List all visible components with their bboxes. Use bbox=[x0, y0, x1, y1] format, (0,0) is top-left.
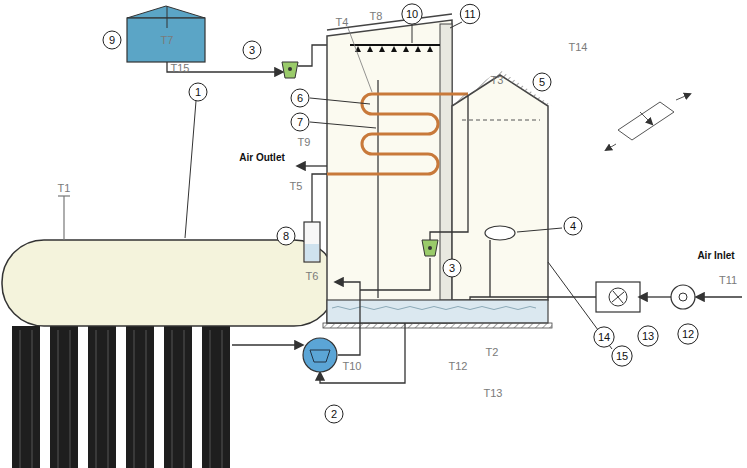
callout-ring bbox=[291, 89, 309, 107]
callout-ring bbox=[402, 4, 422, 24]
blower-symbol bbox=[671, 285, 695, 309]
callout-ring bbox=[533, 73, 551, 91]
callout-number: 6 bbox=[297, 93, 303, 104]
feed-tank bbox=[127, 6, 205, 62]
flow-label: Air Inlet bbox=[697, 251, 734, 261]
callout-number: 2 bbox=[331, 409, 337, 420]
callout-number: 8 bbox=[283, 231, 289, 242]
sensor-label: T13 bbox=[484, 388, 503, 399]
callout-ring bbox=[594, 327, 614, 347]
sensor-label: T12 bbox=[449, 361, 468, 372]
humidifier-chamber bbox=[452, 75, 548, 300]
callout-ring bbox=[443, 259, 461, 277]
sensor-label: T8 bbox=[370, 11, 383, 22]
pump-symbol bbox=[422, 240, 438, 256]
sensor-label: T5 bbox=[290, 181, 303, 192]
sensor-label: T4 bbox=[336, 17, 349, 28]
callout-number: 15 bbox=[616, 351, 628, 362]
distillate-tank bbox=[304, 222, 320, 262]
callout-ring bbox=[243, 41, 261, 59]
pump-symbol bbox=[303, 338, 337, 372]
callout-number: 1 bbox=[195, 87, 201, 98]
callout-number: 12 bbox=[682, 329, 694, 340]
air-bubbler bbox=[485, 226, 515, 240]
callout-ring bbox=[325, 405, 343, 423]
callout-number: 9 bbox=[109, 35, 115, 46]
callout-ring bbox=[291, 113, 309, 131]
callout-ring bbox=[612, 346, 632, 366]
sensor-label: T6 bbox=[306, 271, 319, 282]
callout-ring bbox=[638, 326, 658, 346]
sensor-label: T9 bbox=[298, 137, 311, 148]
callout-number: 5 bbox=[539, 77, 545, 88]
pump-symbol bbox=[282, 62, 298, 78]
callout-number: 3 bbox=[449, 263, 455, 274]
callout-ring bbox=[277, 227, 295, 245]
sensor-label: T3 bbox=[491, 75, 504, 86]
sensor-label: T10 bbox=[343, 361, 362, 372]
sensor-label: T7 bbox=[161, 35, 174, 46]
callout-number: 14 bbox=[598, 332, 610, 343]
callout-number: 11 bbox=[464, 9, 475, 20]
callout-ring bbox=[460, 4, 479, 23]
sensor-label: T11 bbox=[719, 275, 737, 286]
callout-number: 10 bbox=[406, 9, 418, 20]
air-heater bbox=[596, 282, 640, 312]
sensor-label: T1 bbox=[58, 183, 71, 194]
sensor-label: T2 bbox=[486, 347, 499, 358]
callout-number: 4 bbox=[570, 221, 576, 232]
evacuated-tubes bbox=[12, 326, 230, 468]
sensor-label: T14 bbox=[569, 42, 588, 53]
callout-ring bbox=[103, 31, 121, 49]
callout-number: 7 bbox=[297, 117, 303, 128]
flow-label: Air Outlet bbox=[239, 153, 285, 163]
ambient-sensor-sketch bbox=[606, 94, 690, 150]
callout-number: 13 bbox=[642, 331, 654, 342]
callout-ring bbox=[678, 324, 698, 344]
sensor-label: T15 bbox=[171, 63, 190, 74]
callout-number: 3 bbox=[249, 45, 255, 56]
callout-ring bbox=[189, 83, 207, 101]
callout-ring bbox=[564, 217, 582, 235]
collector-header bbox=[2, 240, 336, 326]
condenser-coil bbox=[327, 94, 468, 174]
